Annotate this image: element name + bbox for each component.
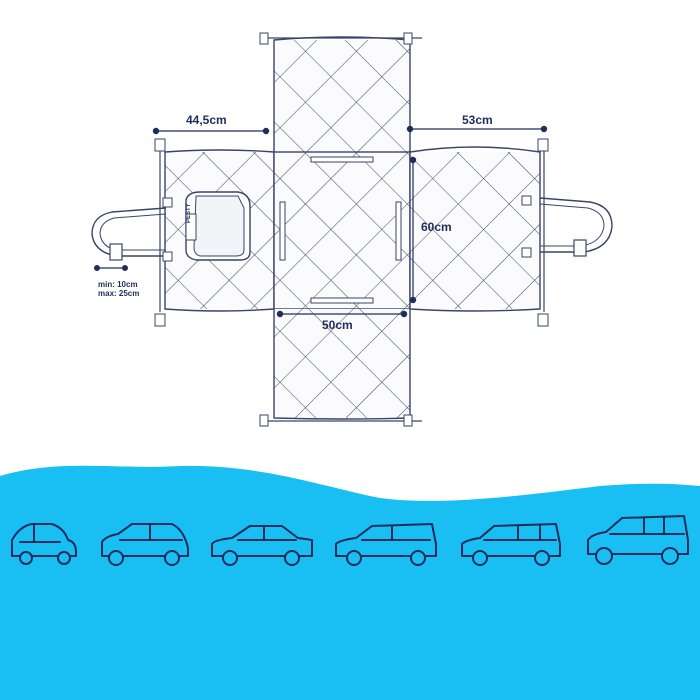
sedan-icon (211, 525, 313, 566)
strap-min-label: min: 10cm (98, 280, 138, 289)
dimension-top-right-label: 53cm (462, 113, 493, 127)
dimension-top-left-label: 44,5cm (186, 113, 227, 127)
estate-icon (461, 523, 561, 566)
wagon-icon (335, 523, 437, 566)
hatchback-icon (101, 523, 189, 566)
strap-range-label: min: 10cm max: 25cm (98, 280, 139, 298)
dimension-lines (93, 125, 548, 318)
left-strap (91, 197, 173, 262)
brand-tag: PESTY (186, 203, 192, 223)
water-band (0, 465, 700, 700)
microcar-icon (11, 523, 77, 565)
dimension-height-label: 60cm (421, 220, 452, 234)
suv-icon (587, 515, 689, 565)
bottom-flap (259, 309, 422, 427)
dimension-width-label: 50cm (322, 318, 353, 332)
top-flap (259, 32, 422, 152)
headrest-pouch (185, 191, 251, 261)
center-panel (273, 151, 411, 310)
strap-max-label: max: 25cm (98, 289, 140, 298)
right-strap (521, 195, 613, 258)
right-panel (409, 138, 549, 327)
